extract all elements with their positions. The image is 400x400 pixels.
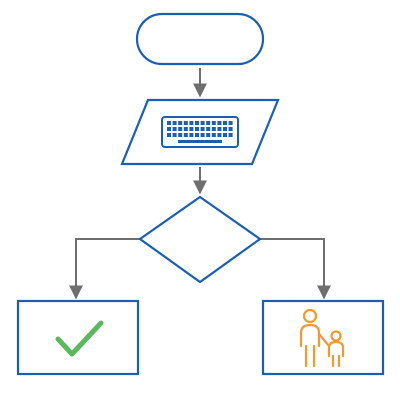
keyboard-key bbox=[217, 121, 222, 125]
keyboard-key bbox=[183, 127, 188, 131]
result-box-yes bbox=[16, 299, 140, 376]
keyboard-key bbox=[223, 121, 227, 125]
parent-child-icon bbox=[299, 308, 345, 368]
keyboard-key bbox=[217, 133, 222, 137]
keyboard-key bbox=[183, 121, 188, 125]
keyboard-key bbox=[211, 127, 216, 131]
keyboard-key bbox=[167, 121, 171, 125]
start-terminator bbox=[135, 12, 265, 66]
keyboard-key bbox=[217, 127, 222, 131]
keyboard-key bbox=[178, 127, 183, 131]
checkmark-icon bbox=[55, 320, 104, 357]
decision-diamond bbox=[138, 195, 262, 284]
keyboard-key bbox=[206, 127, 211, 131]
keyboard-key bbox=[228, 127, 233, 131]
keyboard-key bbox=[167, 133, 171, 137]
keyboard-icon bbox=[161, 116, 239, 148]
keyboard-key bbox=[228, 133, 233, 137]
keyboard-key bbox=[223, 127, 227, 131]
keyboard-key bbox=[189, 133, 194, 137]
keyboard-key bbox=[223, 133, 227, 137]
keyboard-key bbox=[189, 121, 194, 125]
keyboard-key bbox=[195, 133, 199, 137]
keyboard-key bbox=[178, 133, 183, 137]
keyboard-key bbox=[228, 121, 233, 125]
keyboard-key bbox=[178, 121, 183, 125]
keyboard-key bbox=[183, 133, 188, 137]
keyboard-key bbox=[172, 127, 177, 131]
keyboard-key bbox=[206, 121, 211, 125]
keyboard-key bbox=[172, 121, 177, 125]
keyboard-key bbox=[172, 133, 177, 137]
keyboard-key bbox=[211, 121, 216, 125]
connector-decision-to-yes bbox=[69, 238, 140, 300]
keyboard-key bbox=[167, 127, 171, 131]
keyboard-key bbox=[200, 127, 205, 131]
keyboard-key bbox=[200, 121, 205, 125]
keyboard-key bbox=[195, 121, 199, 125]
keyboard-key bbox=[195, 127, 199, 131]
keyboard-key bbox=[189, 127, 194, 131]
keyboard-key bbox=[206, 133, 211, 137]
connector-decision-to-no bbox=[260, 238, 331, 300]
keyboard-key bbox=[200, 133, 205, 137]
keyboard-key bbox=[211, 133, 216, 137]
